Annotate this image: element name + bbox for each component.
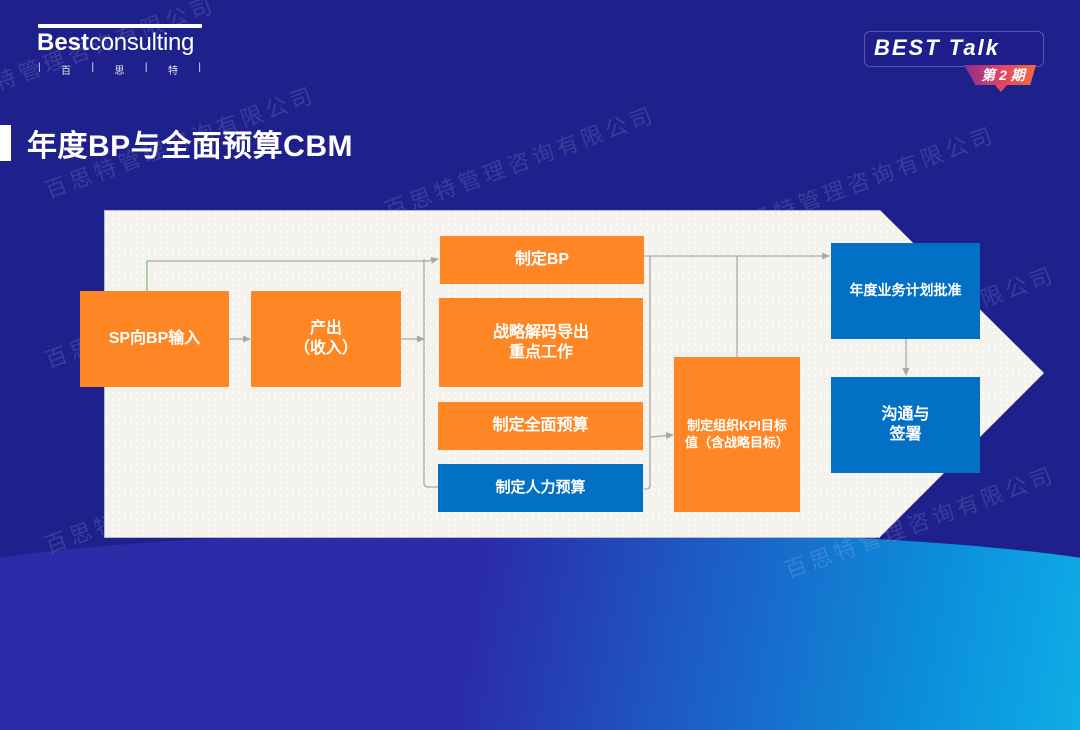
logo-subtitle-char: 特 — [167, 66, 178, 77]
panel-border-bottom — [104, 537, 880, 538]
node-make-bp: 制定BP — [440, 236, 644, 284]
badge-frame — [864, 31, 1044, 67]
node-org-kpi: 制定组织KPI目标 值（含战略目标） — [674, 357, 800, 512]
logo-brand-regular: consulting — [89, 29, 195, 56]
logo-wordmark: Bestconsulting — [37, 29, 202, 56]
bottom-wave-decoration — [0, 530, 1080, 730]
node-label: 年度业务计划批准 — [849, 282, 962, 299]
page-title: 年度BP与全面预算CBM — [27, 130, 353, 163]
badge-speech-tail — [995, 85, 1007, 92]
watermark: 百思特管理咨询有限公司 — [381, 101, 660, 224]
logo-subtitle: | 百 | 思 | 特 | — [38, 62, 201, 77]
company-logo: Bestconsulting | 百 | 思 | 特 | — [37, 24, 202, 77]
logo-bar — [38, 24, 202, 28]
logo-subtitle-char: 思 — [114, 66, 125, 77]
logo-brand-bold: Best — [37, 29, 90, 56]
badge-title: BEST Talk — [874, 35, 1000, 60]
node-label: SP向BP输入 — [108, 330, 201, 347]
title-accent-bar — [0, 125, 11, 161]
node-output-revenue: 产出 （收入） — [251, 291, 401, 387]
node-hr-budget: 制定人力预算 — [438, 464, 643, 512]
best-talk-badge: BEST Talk 第 2 期 — [864, 31, 1044, 93]
node-plan-approval: 年度业务计划批准 — [831, 243, 980, 339]
node-label: 产出 （收入） — [293, 320, 358, 357]
node-label: 制定人力预算 — [495, 478, 586, 496]
node-sp-input: SP向BP输入 — [80, 291, 229, 387]
badge-issue-number: 第 2 期 — [964, 65, 1036, 85]
panel-border-top — [104, 210, 880, 211]
node-label: 制定全面预算 — [492, 417, 589, 434]
node-full-budget: 制定全面预算 — [438, 402, 643, 450]
node-label: 制定BP — [514, 251, 570, 268]
node-label: 沟通与 签署 — [881, 406, 930, 443]
logo-subtitle-char: 百 — [61, 66, 72, 77]
node-label: 制定组织KPI目标 值（含战略目标） — [684, 418, 789, 450]
node-strategy-decode: 战略解码导出 重点工作 — [439, 298, 643, 387]
node-communicate-sign: 沟通与 签署 — [831, 377, 980, 473]
page-title-block: 年度BP与全面预算CBM — [0, 124, 353, 163]
node-label: 战略解码导出 重点工作 — [492, 323, 589, 361]
